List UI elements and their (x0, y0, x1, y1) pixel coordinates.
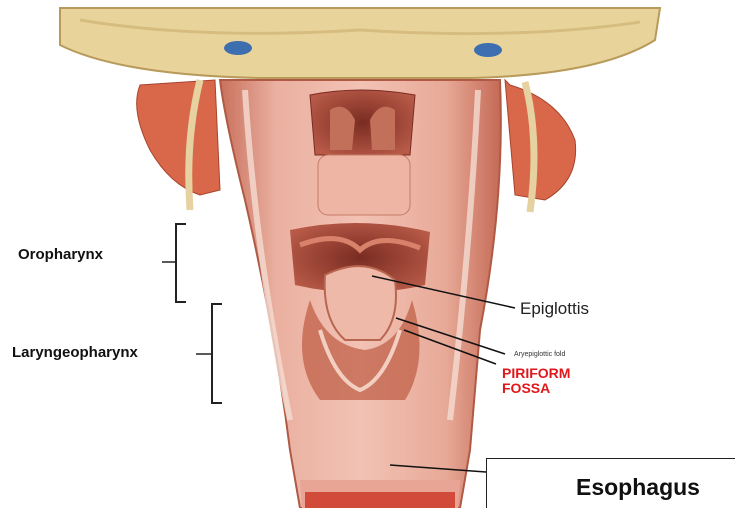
choanae (310, 90, 415, 155)
soft-palate (318, 155, 410, 215)
piriform-label-line1: PIRIFORM (502, 366, 570, 381)
piriform-label-line2: FOSSA (502, 381, 570, 396)
right-lateral-muscle (505, 80, 576, 200)
oropharynx-label: Oropharynx (18, 246, 103, 263)
aryepiglottic-fold-label: Aryepiglottic fold (514, 351, 565, 358)
laryngeopharynx-label: Laryngeopharynx (12, 344, 138, 361)
esophagus-label: Esophagus (576, 474, 700, 501)
bone-blue-spot-left (224, 41, 252, 55)
oropharynx-bracket (176, 224, 186, 302)
left-lateral-muscle (137, 80, 220, 195)
laryngeopharynx-bracket (212, 304, 222, 403)
skull-base-bone (60, 8, 660, 78)
piriform-fossa-label: PIRIFORM FOSSA (502, 366, 570, 396)
epiglottis (325, 266, 396, 340)
bone-blue-spot-right (474, 43, 502, 57)
epiglottis-label: Epiglottis (520, 299, 589, 319)
